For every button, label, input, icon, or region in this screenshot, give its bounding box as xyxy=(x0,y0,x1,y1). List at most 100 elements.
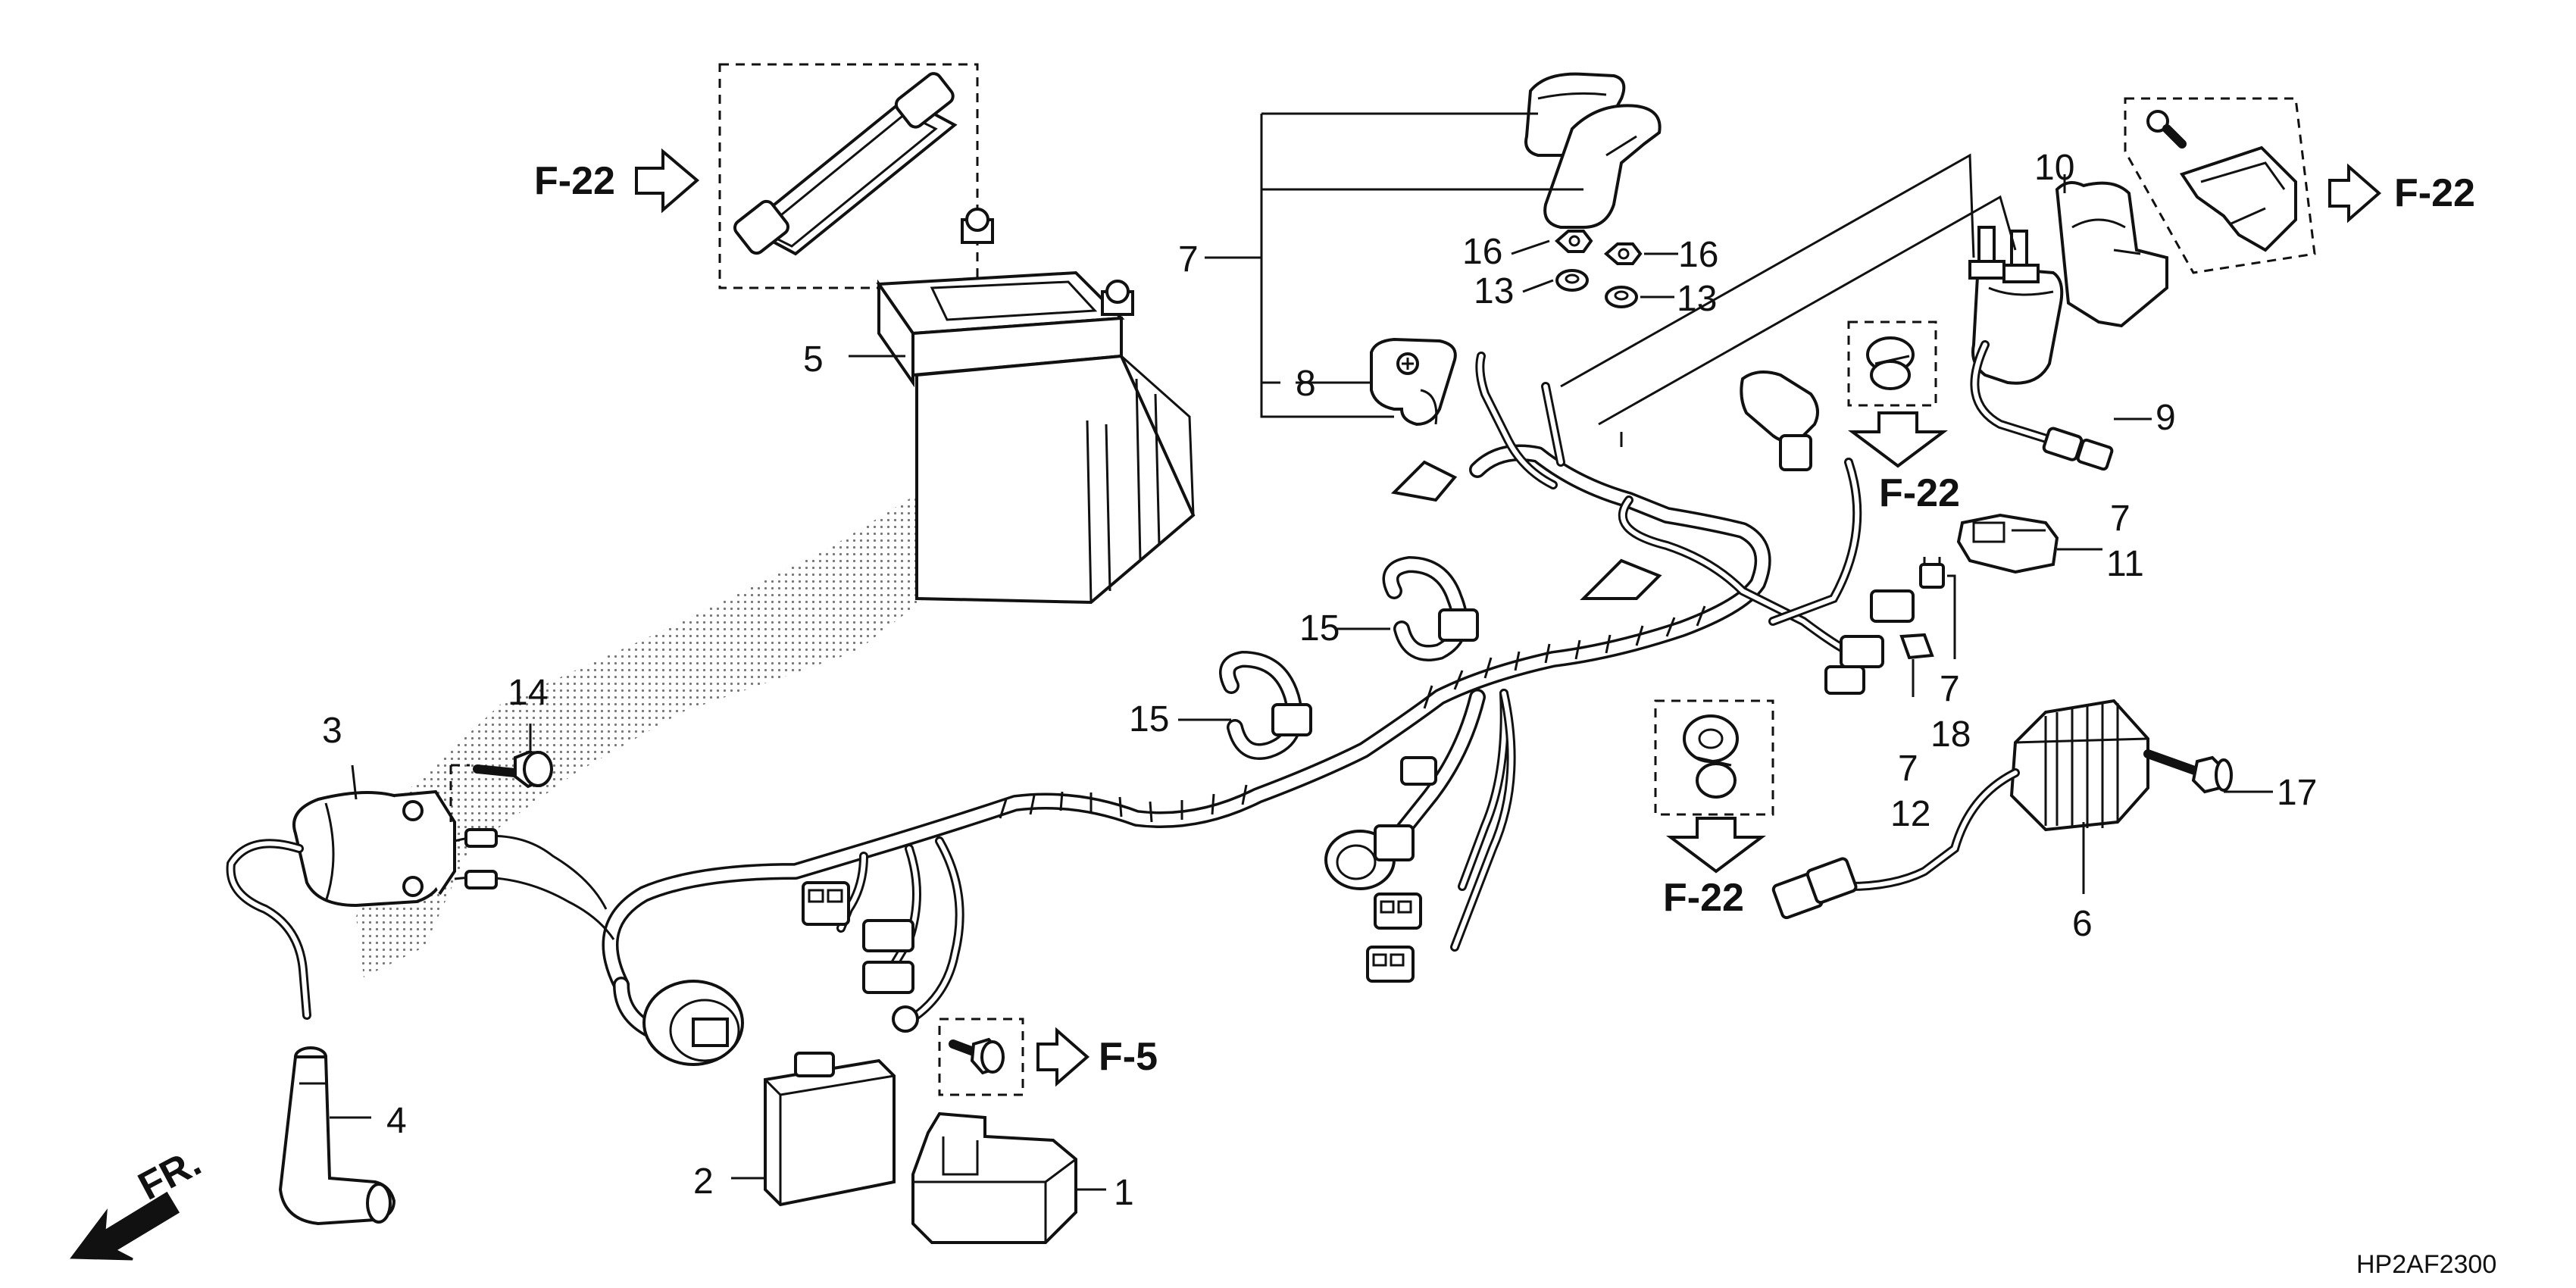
regulator-rectifier[interactable] xyxy=(2009,699,2149,832)
part-number-6: 6 xyxy=(2072,904,2093,944)
cdi-holder[interactable] xyxy=(911,1111,1077,1244)
part-number-9: 9 xyxy=(2156,398,2176,438)
part-number-15-a: 15 xyxy=(1299,608,1340,649)
harness-connector-upper[interactable] xyxy=(1740,370,1819,471)
reference-arrow-battery-band[interactable]: F-22 xyxy=(534,148,700,214)
cdi-unit[interactable] xyxy=(764,1052,896,1207)
relay-connector-9[interactable] xyxy=(2042,427,2114,471)
reference-arrow-clip-lower[interactable]: F-22 xyxy=(1663,817,1766,920)
part-number-7-d: 7 xyxy=(1898,749,1918,789)
clip-lower-dashed-box xyxy=(1654,699,1774,816)
part-number-12: 12 xyxy=(1890,794,1930,834)
relay-cover-dashed-box xyxy=(2124,97,2316,274)
diagram-code: HP2AF2300 xyxy=(2356,1250,2496,1279)
leader-bracket-7 xyxy=(1205,112,1583,418)
part-number-5: 5 xyxy=(803,339,824,380)
nut-16-right[interactable] xyxy=(1603,242,1643,265)
harness-terminal-bracket[interactable] xyxy=(1390,460,1662,600)
spark-plug-cap[interactable] xyxy=(278,1046,396,1226)
battery[interactable] xyxy=(876,208,1196,605)
relay-cover-screw[interactable] xyxy=(2146,110,2187,148)
part-number-7-c: 7 xyxy=(1940,669,1960,709)
reference-label-battery-band: F-22 xyxy=(534,159,615,203)
part-number-8: 8 xyxy=(1296,364,1316,404)
nut-16-left[interactable] xyxy=(1555,230,1593,253)
ignition-coil[interactable] xyxy=(292,789,456,908)
terminal-cover-8[interactable] xyxy=(1370,337,1457,427)
harness-connector-left-a[interactable] xyxy=(802,881,850,926)
battery-band-dashed-box xyxy=(718,63,979,289)
part-number-13-b: 13 xyxy=(1677,279,1717,319)
harness-connector-clip[interactable] xyxy=(1400,756,1437,786)
bolt-14[interactable] xyxy=(449,749,553,826)
reference-label-clip-upper: F-22 xyxy=(1879,471,1960,515)
reference-arrow-relay-cover[interactable]: F-22 xyxy=(2328,163,2475,224)
reference-arrow-bolt-f5[interactable]: F-5 xyxy=(1036,1027,1158,1087)
relay-leader-lines xyxy=(1560,153,2017,447)
front-label: FR. xyxy=(131,1140,208,1209)
battery-band-group xyxy=(718,63,979,289)
main-wire-harness[interactable] xyxy=(602,352,1862,1039)
part-number-7-b: 7 xyxy=(2110,499,2131,539)
leaders-13-16 xyxy=(1511,239,1678,299)
part-number-13-a: 13 xyxy=(1474,271,1514,311)
clip-lower[interactable] xyxy=(1683,714,1739,799)
harness-connector-mid-a[interactable] xyxy=(1374,893,1422,930)
relay-lead-9 xyxy=(1970,340,2065,448)
front-arrow-icon xyxy=(70,1191,180,1261)
reference-label-relay-cover: F-22 xyxy=(2394,171,2475,215)
part-number-10: 10 xyxy=(2034,148,2074,188)
starter-relay-holder[interactable] xyxy=(2055,181,2168,328)
reference-label-clip-lower: F-22 xyxy=(1663,876,1744,920)
harness-band-15-lower[interactable] xyxy=(1219,651,1312,760)
washer-13-right[interactable] xyxy=(1605,286,1638,308)
part-number-18: 18 xyxy=(1930,714,1971,755)
harness-connector-right-group[interactable] xyxy=(1824,589,1915,695)
part-number-17: 17 xyxy=(2277,773,2317,813)
connector-12[interactable] xyxy=(1899,633,1934,660)
leaders-15 xyxy=(1178,627,1390,721)
reference-label-bolt-f5: F-5 xyxy=(1099,1035,1158,1079)
ignition-coil-wires xyxy=(454,828,615,940)
harness-connector-left-b[interactable] xyxy=(862,919,914,994)
part-number-14: 14 xyxy=(508,673,548,713)
clip-lower-group: F-22 xyxy=(1654,699,1774,920)
clip-upper-group: F-22 xyxy=(1847,320,1960,515)
part-number-4: 4 xyxy=(386,1101,407,1141)
reference-arrow-clip-upper[interactable]: F-22 xyxy=(1848,411,1960,515)
part-number-1: 1 xyxy=(1114,1173,1134,1213)
bolt-f5[interactable] xyxy=(949,1037,1005,1075)
connector-11[interactable] xyxy=(1956,513,2059,574)
washer-13-left[interactable] xyxy=(1555,269,1589,292)
battery-terminal-positive xyxy=(961,208,994,244)
harness-ring-terminal[interactable] xyxy=(892,1005,919,1033)
regulator-connector[interactable] xyxy=(1771,857,1858,920)
leaders-18-12 xyxy=(1912,574,1956,697)
front-direction-indicator: FR. xyxy=(70,1140,208,1261)
starter-relay[interactable] xyxy=(1968,226,2064,385)
part-number-2: 2 xyxy=(693,1161,714,1202)
clip-upper[interactable] xyxy=(1866,336,1915,390)
battery-terminal-negative xyxy=(1101,280,1134,316)
part-number-16-b: 16 xyxy=(1678,235,1718,275)
clip-upper-dashed-box xyxy=(1847,320,1937,407)
part-number-3: 3 xyxy=(322,711,342,751)
regulator-lead xyxy=(1814,768,2020,895)
harness-band-15-upper[interactable] xyxy=(1382,556,1479,661)
bolt-f5-group xyxy=(938,1018,1024,1096)
bolt-17[interactable] xyxy=(2143,749,2233,794)
battery-band[interactable] xyxy=(732,70,958,256)
part-number-15-b: 15 xyxy=(1129,699,1169,739)
connector-18[interactable] xyxy=(1919,557,1945,589)
part-number-7-a: 7 xyxy=(1178,239,1199,280)
relay-cover[interactable] xyxy=(2179,145,2297,252)
harness-connector-mid-b[interactable] xyxy=(1366,946,1415,983)
cdi-connector-round[interactable] xyxy=(642,980,744,1066)
leader-lines xyxy=(330,174,2273,1191)
harness-connector-round[interactable] xyxy=(1324,824,1415,890)
ignition-coil-lead xyxy=(226,839,311,1020)
part-number-16-a: 16 xyxy=(1462,232,1502,272)
terminal-cover-lower[interactable] xyxy=(1543,104,1662,229)
part-number-11: 11 xyxy=(2106,544,2144,584)
